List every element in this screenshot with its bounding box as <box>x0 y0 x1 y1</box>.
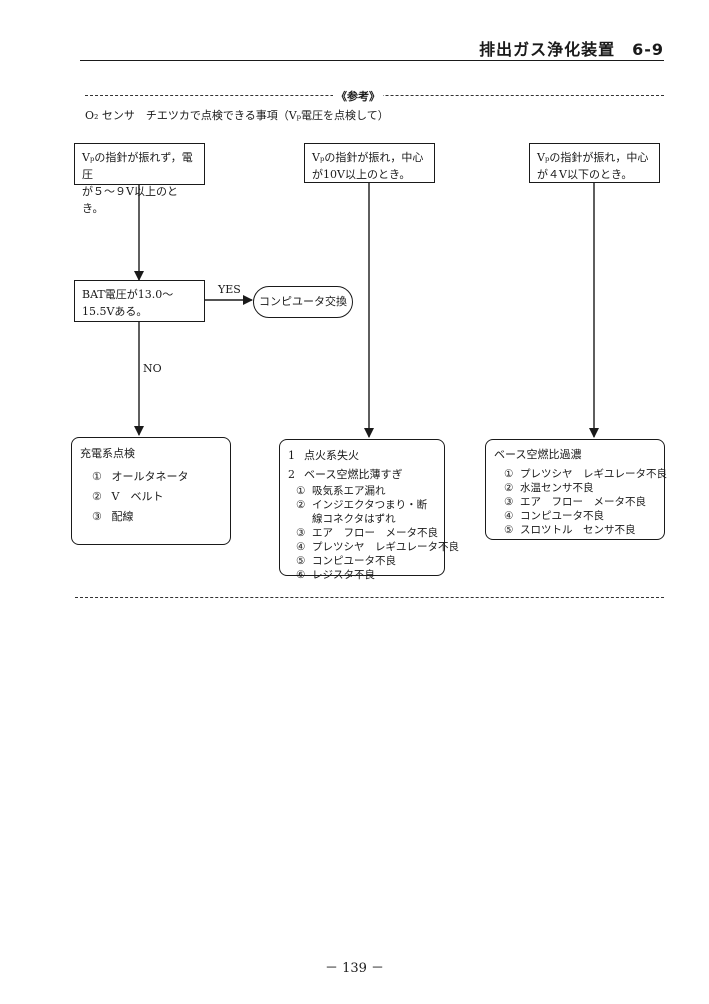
box-needle-steady: Vₚの指針が振れず，電圧 が５～９V以上のとき。 <box>74 143 205 215</box>
result-misfire-lean: 1 点火系失火 2 ベース空燃比薄すぎ ① 吸気系エア漏れ ② インジエクタつまり・断 … <box>279 439 459 581</box>
box-needle-high: Vₚの指針が振れ，中心 が10V以上のとき。 <box>304 143 435 183</box>
box-line: Vₚの指針が振れ，中心 <box>312 151 424 164</box>
item-number: ① <box>504 468 514 480</box>
header-rule <box>80 60 664 61</box>
box-line: が４V以下のとき。 <box>537 168 633 181</box>
item-number: ④ <box>504 510 514 522</box>
box-line: Vₚの指針が振れ，中心 <box>537 151 649 164</box>
list-item: ③ エア フロー メータ不良 <box>504 495 656 509</box>
box-line: が10V以上のとき。 <box>312 168 411 181</box>
item-number: ① <box>296 485 306 497</box>
item-text: プレツシヤ レギユレータ不良 <box>520 468 667 480</box>
yes-label: YES <box>218 283 241 296</box>
item-number: 2 <box>288 468 295 481</box>
list-item: ④ コンピユータ不良 <box>504 509 656 523</box>
item-text: V ベルト <box>111 490 164 503</box>
item-text: スロツトル センサ不良 <box>520 524 636 536</box>
page-header-title: 排出ガス浄化装置 6-9 <box>479 40 664 59</box>
section-subtitle: O₂ センサ チエツカで点検できる事項（Vₚ電圧を点検して） <box>85 109 389 122</box>
result-title: ベース空燃比過濃 <box>494 448 582 461</box>
box-line: 15.5Vある。 <box>82 305 148 318</box>
list-item: ① プレツシヤ レギユレータ不良 <box>504 467 667 481</box>
box-line: が５～９V以上のとき。 <box>82 185 178 215</box>
item-text: コンピユータ不良 <box>520 510 604 522</box>
reference-label: 《参考》 <box>333 88 383 104</box>
list-item: ③ 配線 <box>80 507 222 527</box>
list-item: 1 点火系失火 <box>288 446 436 465</box>
list-item: ② 水温センサ不良 <box>504 481 656 495</box>
box-line: Vₚの指針が振れず，電圧 <box>82 151 193 181</box>
item-text: インジエクタつまり・断 <box>312 499 428 511</box>
result-title: 充電系点検 <box>80 447 135 460</box>
item-number: ② <box>92 490 102 503</box>
item-text: エア フロー メータ不良 <box>312 527 438 539</box>
list-item: ⑤ スロツトル センサ不良 <box>504 523 656 537</box>
sub-list-item: ⑤ コンピユータ不良 <box>296 554 436 568</box>
list-item: ② V ベルト <box>80 487 222 507</box>
item-number: ④ <box>296 541 306 553</box>
sub-list-item: ① 吸気系エア漏れ <box>296 484 436 498</box>
sub-list-item: 線コネクタはずれ <box>296 512 436 526</box>
item-text: ベース空燃比薄すぎ <box>304 468 403 481</box>
item-number: ② <box>504 482 514 494</box>
box-line: BAT電圧が13.0～ <box>82 288 174 301</box>
item-text: エア フロー メータ不良 <box>520 496 646 508</box>
item-number: ② <box>296 499 306 511</box>
item-text: コンピユータ不良 <box>312 555 396 567</box>
item-number: ⑤ <box>296 555 306 567</box>
sub-list-item: ③ エア フロー メータ不良 <box>296 526 438 540</box>
item-number: ③ <box>296 527 306 539</box>
item-text: 配線 <box>111 510 134 523</box>
sub-list-item: ④ プレツシヤ レギユレータ不良 <box>296 540 459 554</box>
item-number: ⑥ <box>296 569 306 581</box>
bottom-dashed-divider <box>75 597 664 598</box>
item-list: ① プレツシヤ レギユレータ不良 ② 水温センサ不良 ③ エア フロー メータ不良 ④… <box>494 467 667 537</box>
item-text: 吸気系エア漏れ <box>312 485 386 497</box>
item-number: ③ <box>504 496 514 508</box>
list-item: ① オールタネータ <box>80 467 222 487</box>
item-text: 点火系失火 <box>304 449 359 462</box>
box-needle-low: Vₚの指針が振れ，中心 が４V以下のとき。 <box>529 143 660 183</box>
page-number: － 139 － <box>324 961 385 976</box>
box-battery-check: BAT電圧が13.0～ 15.5Vある。 <box>74 280 205 322</box>
list-item: 2 ベース空燃比薄すぎ <box>288 465 436 484</box>
item-number: ① <box>92 470 102 483</box>
item-number: ⑤ <box>504 524 514 536</box>
item-text: レジスタ不良 <box>312 569 375 581</box>
sub-list-item: ② インジエクタつまり・断 <box>296 498 436 512</box>
sub-list-item: ⑥ レジスタ不良 <box>296 568 436 582</box>
no-label: NO <box>143 362 162 375</box>
item-text: オールタネータ <box>111 470 189 483</box>
item-text: 線コネクタはずれ <box>312 513 396 525</box>
replace-computer-terminal: コンピユータ交換 <box>253 286 353 318</box>
item-text: プレツシヤ レギユレータ不良 <box>312 541 459 553</box>
sub-item-list: ① 吸気系エア漏れ ② インジエクタつまり・断 線コネクタはずれ ③ エア フロー メ… <box>288 484 459 582</box>
result-charging-system: 充電系点検 ① オールタネータ ② V ベルト ③ 配線 <box>71 437 231 545</box>
item-number: ③ <box>92 510 102 523</box>
item-number: 1 <box>288 449 295 462</box>
result-rich-mixture: ベース空燃比過濃 ① プレツシヤ レギユレータ不良 ② 水温センサ不良 ③ エア フロ… <box>485 439 667 540</box>
item-text: 水温センサ不良 <box>520 482 594 494</box>
